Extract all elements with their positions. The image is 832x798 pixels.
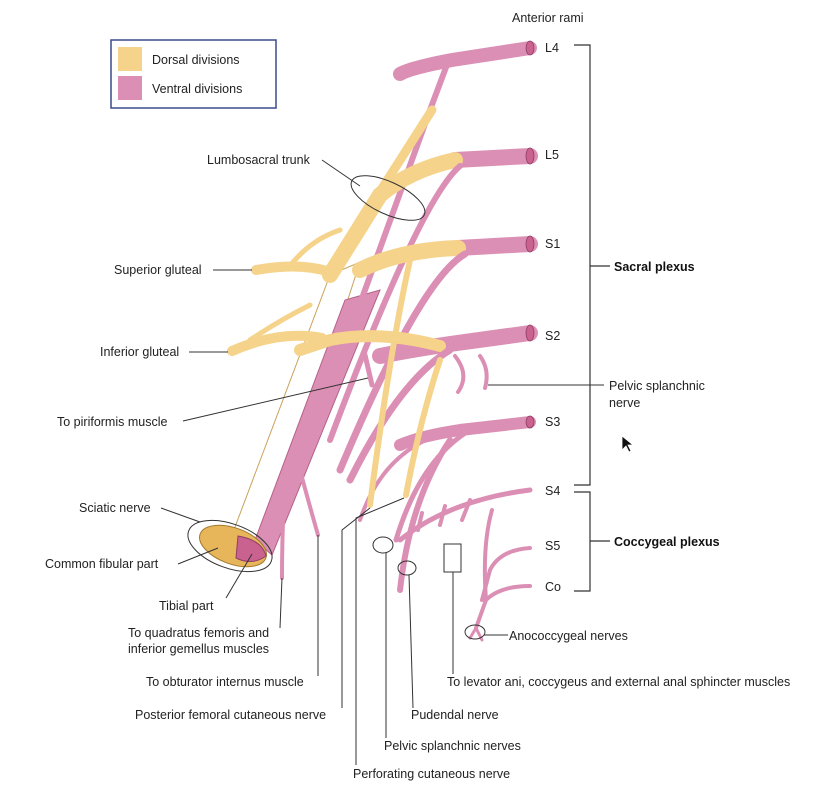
leader-common-fibular: [177, 547, 219, 565]
leader-piriformis: [182, 377, 369, 422]
callouts: Lumbosacral trunk Superior gluteal Infer…: [45, 153, 790, 781]
label-quadratus-2: inferior gemellus muscles: [128, 642, 269, 656]
ramus-l4-end: [525, 40, 535, 56]
label-pelvic-splanchnic-1: Pelvic splanchnic: [609, 379, 705, 393]
leader-pudendal: [408, 574, 414, 709]
label-pelvic-splanchnic-2: nerve: [609, 396, 640, 410]
nerve-illustration: [187, 40, 538, 642]
label-s5: S5: [545, 539, 560, 553]
label-common-fibular: Common fibular part: [45, 557, 159, 571]
ramus-s1-end: [525, 235, 535, 253]
superior-gluteal-branch: [251, 261, 335, 277]
label-s3: S3: [545, 415, 560, 429]
perforating-dorsal: [403, 357, 443, 498]
leader-lumbosacral: [321, 159, 361, 187]
ramus-s1-ventral: [450, 236, 538, 256]
piriformis-branch: [362, 352, 375, 388]
anococcygeal-ring: [464, 624, 486, 640]
label-to-piriformis: To piriformis muscle: [57, 415, 167, 429]
label-superior-gluteal: Superior gluteal: [114, 263, 202, 277]
s1-ventral-branch: [336, 250, 469, 474]
leader-quadratus: [279, 577, 283, 629]
label-anococcygeal: Anococcygeal nerves: [509, 629, 628, 643]
ramus-s5: [480, 546, 532, 602]
label-s2: S2: [545, 329, 560, 343]
ramus-s1-dorsal: [352, 240, 466, 278]
legend-label-ventral: Ventral divisions: [152, 82, 242, 96]
coccygeal-plexus-bracket: [574, 491, 610, 592]
label-perforating-cutaneous: Perforating cutaneous nerve: [353, 767, 510, 781]
ramus-l5-ventral: [447, 148, 538, 168]
pelvic-splanchnic-ring: [372, 536, 394, 554]
label-l5: L5: [545, 148, 559, 162]
coccygeal-vertical: [482, 508, 494, 602]
ramus-s2-dorsal: [294, 330, 446, 356]
ramus-l4-ventral: [393, 41, 537, 81]
posterior-femoral-dorsal: [367, 257, 413, 508]
coccygeal-plexus-label: Coccygeal plexus: [614, 535, 720, 549]
s4-branch: [460, 498, 472, 522]
label-pudendal: Pudendal nerve: [411, 708, 499, 722]
levator-ani-box: [443, 543, 462, 573]
leader-tibial: [225, 553, 253, 599]
inferior-gluteal-branch: [227, 330, 327, 356]
legend: Dorsal divisions Ventral divisions: [110, 39, 277, 109]
mouse-cursor-icon: [621, 435, 635, 453]
rami-labels: Anterior rami L4 L5 S1 S2 S3 S4 S5 Co Sa…: [512, 11, 720, 594]
sacral-plexus-label: Sacral plexus: [614, 260, 695, 274]
ramus-s3-ventral: [394, 416, 536, 451]
sciatic-trunk-dorsal: [231, 261, 361, 541]
quadratus-branch: [280, 468, 288, 580]
label-quadratus-1: To quadratus femoris and: [128, 626, 269, 640]
legend-swatch-dorsal: [118, 47, 142, 71]
tibial-cut-end: [235, 535, 267, 562]
lumbosacral-ring: [350, 175, 426, 221]
pudendal-ring: [397, 560, 417, 576]
s3-ventral-branch: [393, 427, 473, 543]
pudendal-nerve-path: [397, 437, 453, 593]
ramus-l5-end: [525, 147, 535, 165]
label-co: Co: [545, 580, 561, 594]
s2-pelvic-splanchnic: [478, 354, 489, 390]
s4-branch-2: [438, 504, 447, 527]
leader-posterior-femoral: [341, 507, 371, 708]
label-inferior-gluteal: Inferior gluteal: [100, 345, 179, 359]
legend-label-dorsal: Dorsal divisions: [152, 53, 240, 67]
obturator-branch: [298, 468, 320, 537]
label-levator-ani: To levator ani, coccygeus and external a…: [447, 675, 790, 689]
s4-branch-3: [416, 511, 424, 532]
anterior-rami-heading: Anterior rami: [512, 11, 584, 25]
ramus-s3-end: [525, 415, 535, 429]
sciatic-outline-ring: [187, 519, 273, 573]
label-sciatic-nerve: Sciatic nerve: [79, 501, 151, 515]
leader-perforating: [355, 497, 405, 765]
legend-swatch-ventral: [118, 76, 142, 100]
sacral-plexus-bracket: [574, 44, 610, 486]
label-s1: S1: [545, 237, 560, 251]
inferior-gluteal-loop: [247, 302, 313, 343]
ramus-s2-ventral: [372, 325, 538, 364]
leader-sciatic: [160, 507, 201, 523]
ramus-s2-end: [525, 324, 535, 342]
label-l4: L4: [545, 41, 559, 55]
superior-gluteal-loop: [287, 227, 343, 269]
label-posterior-femoral: Posterior femoral cutaneous nerve: [135, 708, 326, 722]
label-lumbosacral-trunk: Lumbosacral trunk: [207, 153, 311, 167]
label-pelvic-splanchnic-nerves: Pelvic splanchnic nerves: [384, 739, 521, 753]
label-obturator-internus: To obturator internus muscle: [146, 675, 304, 689]
label-s4: S4: [545, 484, 560, 498]
ramus-l5-dorsal: [322, 152, 463, 283]
s2-pelvic-splanchnic-2: [453, 354, 466, 394]
label-tibial-part: Tibial part: [159, 599, 214, 613]
